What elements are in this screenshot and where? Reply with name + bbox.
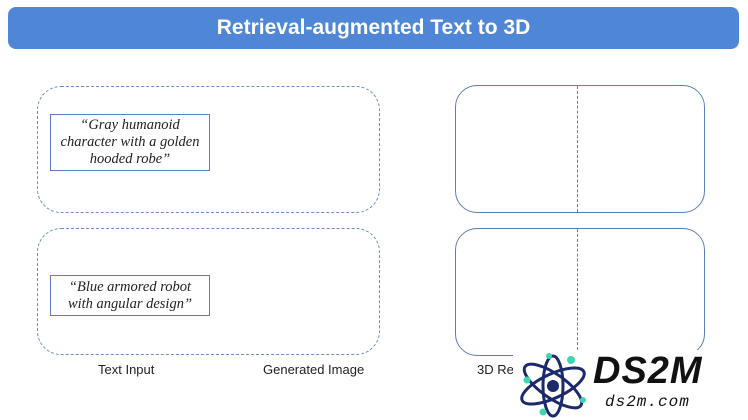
3d-panel-2 — [455, 228, 705, 356]
label-3d: 3D Re — [477, 362, 514, 377]
ds2m-logo: DS2M ds2m.com — [513, 350, 748, 420]
input-panel-1 — [37, 86, 380, 213]
input-panel-2 — [37, 228, 380, 355]
3d-panel-1 — [455, 85, 705, 213]
label-text-input: Text Input — [98, 362, 155, 377]
title-bar: Retrieval-augmented Text to 3D — [8, 7, 739, 49]
prompt-text-2: “Blue armored robot with angular design” — [67, 278, 193, 312]
3d-divider-1 — [577, 86, 578, 212]
label-generated-image: Generated Image — [263, 362, 365, 377]
logo-name: DS2M — [593, 350, 703, 392]
prompt-box-2: “Blue armored robot with angular design” — [50, 275, 210, 316]
atom-icon — [520, 353, 586, 418]
3d-divider-2 — [577, 229, 578, 355]
prompt-text-1: “Gray humanoid character with a golden h… — [60, 117, 200, 167]
prompt-box-1: “Gray humanoid character with a golden h… — [50, 114, 210, 171]
slide-title: Retrieval-augmented Text to 3D — [216, 16, 531, 39]
logo-site: ds2m.com — [605, 393, 690, 411]
